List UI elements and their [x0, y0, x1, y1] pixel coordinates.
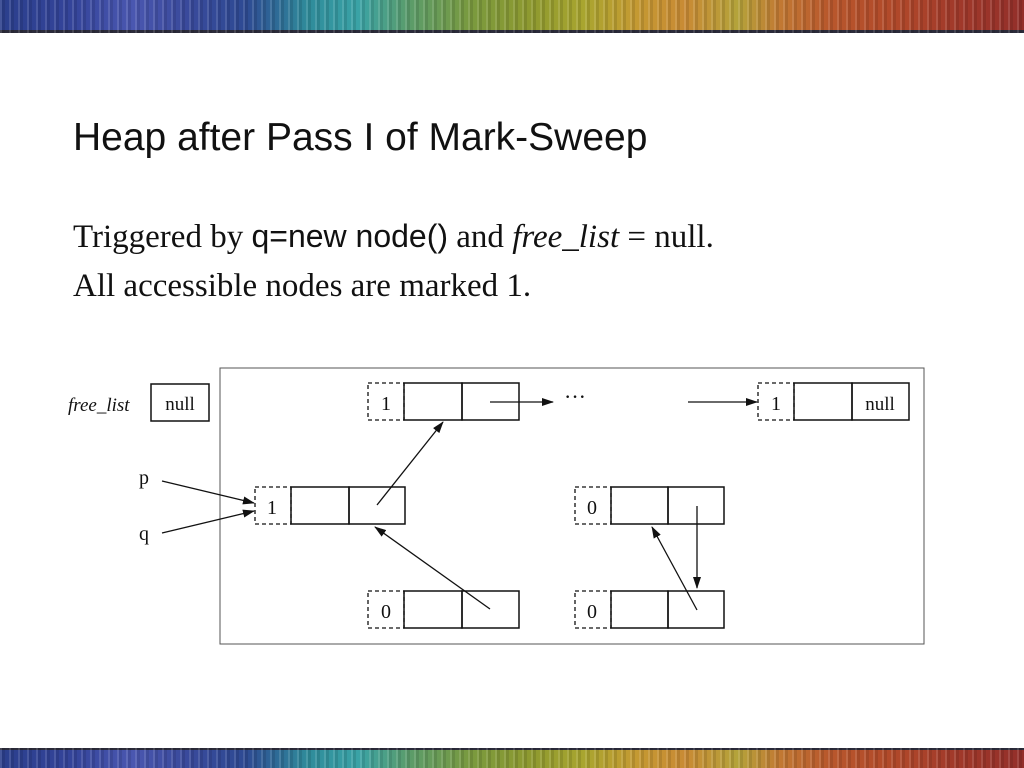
slide-title: Heap after Pass I of Mark-Sweep: [73, 116, 648, 159]
node-bottom-right: 0: [574, 590, 725, 629]
node-mark: 1: [267, 497, 277, 519]
bottom-middle-to-middle-left-arrow: [374, 526, 491, 610]
line1-suffix: = null.: [619, 219, 714, 255]
free-list-value: null: [165, 394, 195, 415]
node-null-value: null: [865, 394, 895, 415]
node-mark: 1: [381, 393, 391, 415]
free-list-box: [150, 383, 210, 422]
top-decorative-stripe: [0, 0, 1024, 33]
ellipsis: ···: [564, 384, 586, 409]
middle-left-to-top-arrow: [376, 421, 444, 506]
line1-prefix: Triggered by: [73, 219, 252, 255]
free-list-term: free_list: [512, 219, 620, 255]
bottom-decorative-stripe: [0, 748, 1024, 768]
code-snippet: q=new node(): [251, 218, 449, 254]
pointer-p-arrow: [161, 480, 255, 505]
heap-frame: [219, 367, 925, 645]
pointer-q-arrow: [161, 509, 255, 534]
bottom-right-to-middle-right-arrow: [651, 526, 698, 611]
node-bottom-middle: 0: [367, 590, 520, 629]
node-mark: 1: [771, 393, 781, 415]
body-line-2: All accessible nodes are marked 1.: [73, 268, 532, 304]
node-middle-left: 1: [254, 486, 406, 525]
line1-mid: and: [448, 219, 513, 255]
free-list-label: free_list: [68, 395, 130, 416]
node-top-right: 1 null: [757, 382, 910, 421]
node-mark: 0: [381, 601, 391, 623]
node-middle-right: 0: [574, 486, 725, 525]
pointer-p-label: p: [139, 467, 149, 489]
node-mark: 0: [587, 601, 597, 623]
body-line-1: Triggered by q=new node() and free_list …: [73, 218, 714, 256]
pointer-q-label: q: [139, 523, 149, 545]
node-mark: 0: [587, 497, 597, 519]
